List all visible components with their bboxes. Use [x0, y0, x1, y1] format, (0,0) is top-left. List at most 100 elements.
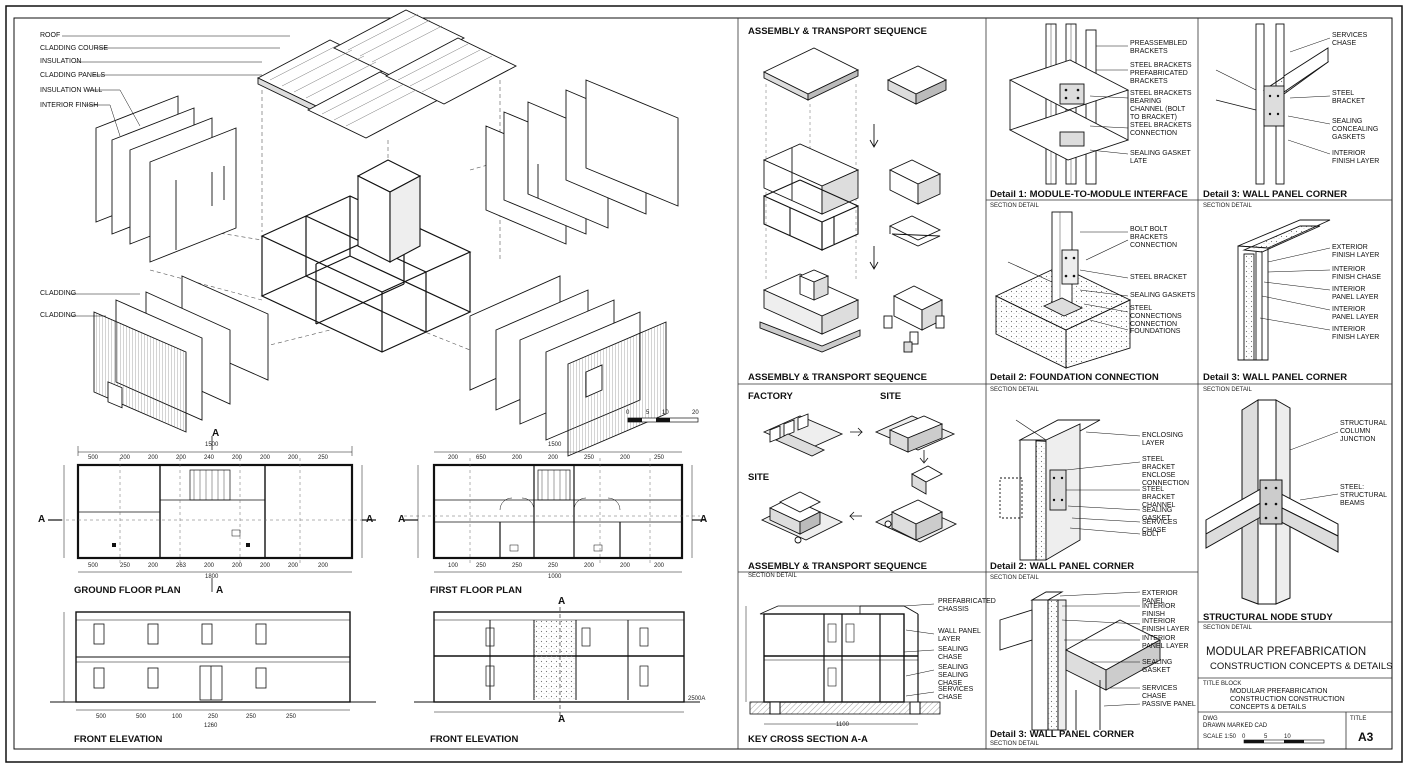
fd-label: SEALING GASKETS	[1130, 292, 1196, 299]
elev-dim: 250	[208, 714, 219, 720]
first-floor-plan	[404, 451, 706, 573]
d3c-label: INTERIOR FINISH LAYER	[1142, 618, 1190, 633]
key-cross-section	[745, 603, 941, 725]
node-title: STRUCTURAL NODE STUDY	[1203, 612, 1333, 623]
fd-label: STEEL BRACKET	[1130, 274, 1187, 281]
xs-dim-bottom: 1100	[836, 722, 849, 728]
xs-label: SEALING SEALING CHASE	[938, 664, 969, 687]
ground-dim-top: 200	[120, 455, 131, 461]
label-interior-finish: INTERIOR FINISH	[40, 102, 99, 109]
ground-dim-top: 500	[88, 455, 99, 461]
scale-tick: 5	[1264, 734, 1268, 740]
label-roof: ROOF	[40, 32, 61, 39]
d3a-label: SERVICES CHASE	[1332, 32, 1368, 47]
label-insulation-wall: INSULATION WALL	[40, 87, 103, 94]
d3c-caption: SECTION DETAIL	[990, 575, 1039, 581]
d3c-label: PASSIVE PANEL	[1142, 701, 1196, 708]
elev-dim: 500	[136, 714, 147, 720]
front-elevation-2	[414, 600, 700, 722]
xs-label: PREFABRICATED CHASSIS	[938, 598, 996, 613]
section-mark-right-1: A	[366, 514, 374, 525]
scale-tick-10: 10	[662, 410, 669, 416]
first-floor-title: FIRST FLOOR PLAN	[430, 585, 522, 596]
node-caption: SECTION DETAIL	[1203, 387, 1252, 393]
ground-dim-top: 250	[318, 455, 329, 461]
ground-total-top: 1500	[205, 442, 219, 448]
detail-2-foundation	[994, 211, 1132, 369]
ground-dim-top: 200	[232, 455, 243, 461]
node-label: STEEL: STRUCTURAL BEAMS	[1340, 484, 1387, 507]
title-scale-bar	[1243, 739, 1325, 744]
d3b-label: INTERIOR PANEL LAYER	[1332, 306, 1379, 321]
d2-label: ENCLOSING LAYER	[1142, 432, 1184, 447]
first-dim-top: 650	[476, 455, 487, 461]
factory-label: FACTORY	[748, 391, 793, 402]
scale-tick-20: 20	[692, 410, 699, 416]
label-cladding-2: CLADDING	[40, 312, 77, 319]
ground-dim-bottom: 200	[232, 563, 243, 569]
d3c-label: SEALING GASKET	[1142, 659, 1173, 674]
section-mark-top-2: A	[558, 596, 566, 607]
first-dim-bottom: 100	[448, 563, 459, 569]
detail-2-title: Detail 2: WALL PANEL CORNER	[990, 561, 1135, 572]
detail-3-wall-panel-corner-b	[1237, 219, 1331, 361]
title-block-label: TITLE BLOCK	[1203, 681, 1242, 687]
scale-tick: 0	[1242, 734, 1246, 740]
section-mark-left-2: A	[398, 514, 406, 525]
first-dim-bottom: 250	[548, 563, 559, 569]
elev-dim: 250	[286, 714, 297, 720]
factory-site-sequence	[760, 413, 958, 544]
d3b-label: EXTERIOR FINISH LAYER	[1332, 244, 1380, 259]
d3a-label: SEALING CONCEALING GASKETS	[1332, 118, 1379, 141]
ground-dim-top: 200	[148, 455, 159, 461]
ground-dim-bottom: 200	[204, 563, 215, 569]
detail-3-wall-panel-corner-c	[999, 591, 1161, 731]
assembly-title-3: ASSEMBLY & TRANSPORT SEQUENCE	[748, 561, 927, 572]
drawn-by: DWG DRAWN MARKED CAD	[1203, 716, 1268, 729]
ground-dim-bottom: 200	[148, 563, 159, 569]
fd-label: BOLT BOLT BRACKETS CONNECTION	[1130, 226, 1178, 249]
ground-dim-bottom: 263	[176, 563, 187, 569]
d3b-label: INTERIOR FINISH CHASE	[1332, 266, 1382, 281]
scale-label: SCALE 1:50	[1203, 734, 1237, 740]
first-total-top: 1500	[548, 442, 562, 448]
front-elevation-title-2: FRONT ELEVATION	[430, 734, 519, 745]
d1-label: STEEL BRACKETS BEARING CHANNEL (BOLT TO …	[1130, 90, 1192, 121]
d3b-caption: SECTION DETAIL	[1203, 203, 1252, 209]
assembly-title-2: ASSEMBLY & TRANSPORT SEQUENCE	[748, 372, 927, 383]
d2-label: SERVICES CHASE	[1142, 519, 1178, 534]
d3c-label: INTERIOR FINISH	[1142, 603, 1176, 618]
section-mark-left-1: A	[38, 514, 46, 525]
main-title: MODULAR PREFABRICATION	[1206, 646, 1367, 658]
node-label: STRUCTURAL COLUMN JUNCTION	[1340, 420, 1387, 443]
sheet-border-inner	[13, 17, 1393, 750]
ground-dim-top: 200	[288, 455, 299, 461]
d3b-label: INTERIOR FINISH LAYER	[1332, 326, 1380, 341]
foundation-title: Detail 2: FOUNDATION CONNECTION	[990, 372, 1159, 383]
d3b-label: INTERIOR PANEL LAYER	[1332, 286, 1379, 301]
ground-dim-bottom: 200	[260, 563, 271, 569]
panel-grid	[737, 18, 1392, 749]
detail-3c-title: Detail 3: WALL PANEL CORNER	[990, 729, 1135, 740]
ground-floor-plan	[48, 436, 376, 592]
label-cladding-course: CLADDING COURSE	[40, 45, 109, 52]
front-elevation-title-1: FRONT ELEVATION	[74, 734, 163, 745]
title-label: TITLE	[1350, 716, 1367, 722]
ground-floor-title: GROUND FLOOR PLAN	[74, 585, 181, 596]
ground-dim-bottom: 250	[120, 563, 131, 569]
elev-total: 1260	[204, 723, 218, 729]
d1-label: STEEL BRACKETS PREFABRICATED BRACKETS	[1130, 62, 1192, 85]
site-label-2: SITE	[748, 472, 770, 483]
first-dim-bottom: 250	[476, 563, 487, 569]
assembly-sequence-stack	[759, 47, 948, 353]
fd-label: STEEL CONNECTIONS CONNECTION	[1130, 305, 1182, 328]
elev-dim: 100	[172, 714, 183, 720]
section-mark-top-1: A	[212, 428, 220, 439]
ground-dim-top: 200	[260, 455, 271, 461]
fd-caption: SECTION DETAIL	[990, 203, 1039, 209]
d3c-footer: SECTION DETAIL	[990, 741, 1039, 747]
detail-2-wall-panel-corner	[999, 419, 1141, 561]
label-cladding-panels: CLADDING PANELS	[40, 72, 106, 79]
